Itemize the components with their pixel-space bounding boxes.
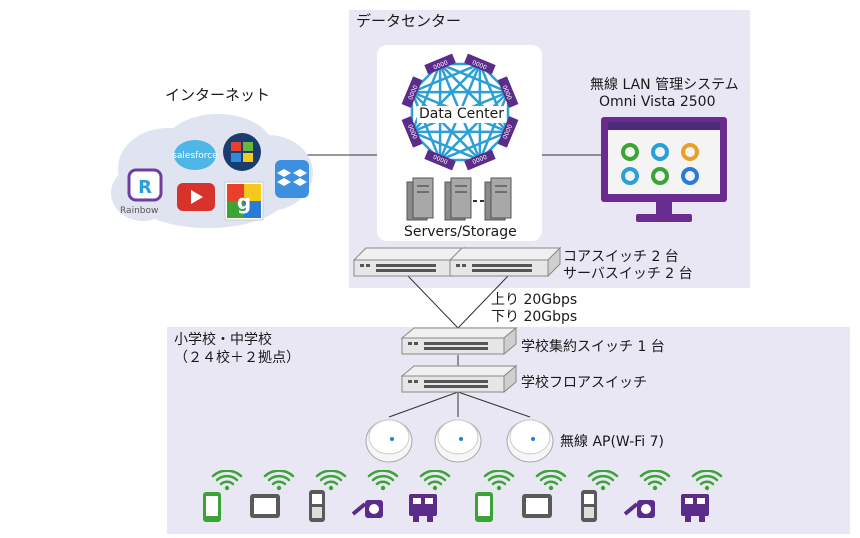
windows-icon [222,132,262,172]
access-point-icon [365,419,413,463]
mesh-link [439,62,509,94]
mesh-link [411,91,481,161]
mesh-link [410,63,442,133]
feature-phone-icon [299,470,347,526]
youtube-icon [176,181,216,213]
core-switch-label: コアスイッチ 2 台 [563,249,679,265]
floor-switch [400,364,518,394]
monitor-icon [601,117,727,222]
google-icon: g [224,181,264,221]
tablet-icon [247,470,295,526]
datacenter-title: データセンター [356,12,462,30]
scanner-icon [623,470,671,526]
salesforce-text: salesforce [173,151,217,161]
feature-phone-icon [571,470,619,526]
floor-switch-label: 学校フロアスイッチ [521,375,647,391]
tablet-icon [519,470,567,526]
school-panel [167,327,850,534]
aggregation-switch [400,326,518,356]
smartphone-icon [195,470,243,526]
devices-row [195,470,723,526]
salesforce-icon: salesforce [173,137,217,173]
wlan-manager-title: 無線 LAN 管理システム [590,77,739,93]
mesh-link [410,91,442,161]
mesh-link [411,130,481,162]
rainbow-label: Rainbow [120,206,159,216]
svg-text:g: g [237,190,251,214]
robot-icon [675,470,723,526]
access-point-label: 無線 AP(W-Fi 7) [560,434,665,450]
access-point-icon [434,419,482,463]
smartphone-icon [467,470,515,526]
mesh-link [439,91,509,161]
dropbox-icon [274,159,310,199]
core-switch-2 [448,246,562,278]
servers-icon [406,177,512,221]
scanner-icon [351,470,399,526]
access-point-icon [506,419,554,463]
servers-label: Servers/Storage [404,224,517,240]
uplink-up: 上り 20Gbps [491,292,578,308]
server-switch-label: サーバスイッチ 2 台 [563,266,693,282]
aggregation-switch-label: 学校集約スイッチ 1 台 [521,339,665,355]
robot-icon [403,470,451,526]
schools-count: （２４校＋２拠点） [174,350,300,366]
internet-title: インターネット [165,86,271,104]
uplink-down: 下り 20Gbps [491,309,578,325]
svg-text:R: R [138,177,152,198]
datacenter-label: Data Center [417,106,506,123]
schools-title: 小学校・中学校 [174,332,272,348]
rainbow-icon: R [125,168,165,214]
wlan-manager-product: Omni Vista 2500 [599,94,716,110]
